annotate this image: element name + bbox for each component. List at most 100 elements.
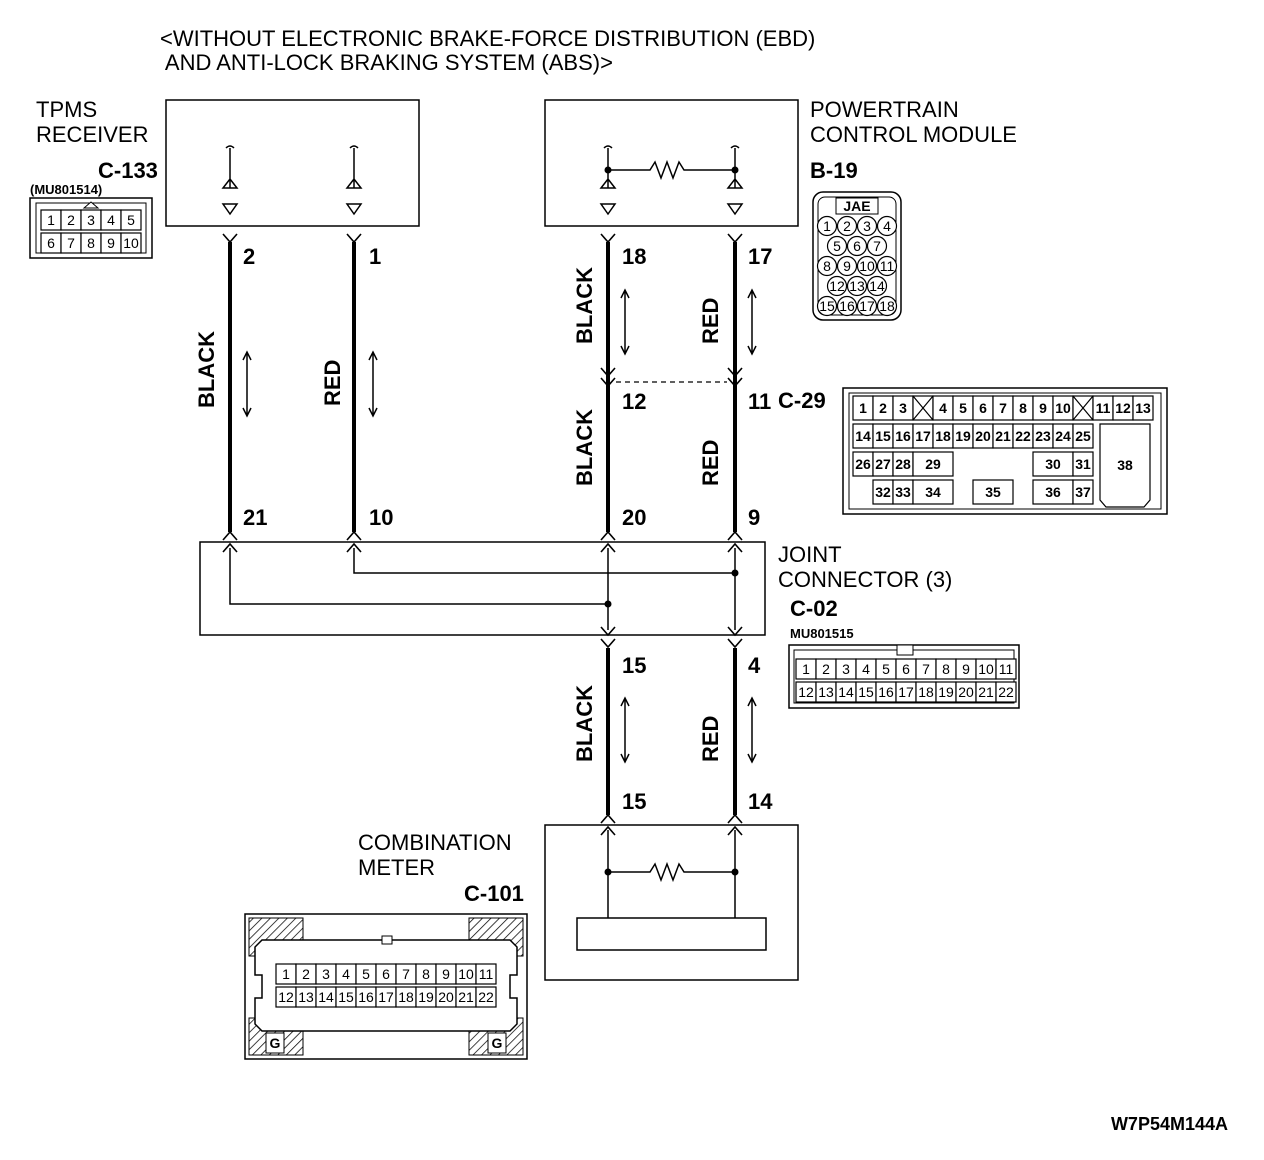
c29-blank-cavity [1072,395,1094,421]
meter-pin-number: 1 [282,966,290,982]
pcm-pin-number: 5 [833,238,841,254]
meter-pin-number: 21 [458,989,474,1005]
pcm-box [544,99,799,227]
connector-chevron [727,530,743,541]
tpms-name-line1: TPMS [36,97,97,122]
connector-chevron [600,377,616,388]
c29-pin-number: 15 [875,428,891,444]
pin-tpms-black-top: 2 [243,244,255,269]
pcm-cavity [846,235,868,257]
connector-chevron [727,367,743,378]
c29-pin-number: 12 [1115,400,1131,416]
pcm-cavity [856,255,878,277]
pcm-resistor [608,159,735,181]
c29-pin-number: 17 [915,428,931,444]
c29-pin-number: 11 [1096,400,1111,416]
connector-chevron [600,542,616,553]
connector-chevron [222,233,238,244]
c29-pin-number: 38 [1117,457,1133,473]
pin-meter-black: 15 [622,789,646,814]
connector-chevron [600,530,616,541]
wire-label-pcm-black-lower: BLACK [572,409,597,486]
pin-tpms-red-top: 1 [369,244,381,269]
c29-pin-number: 33 [895,484,911,500]
connector-chevron [600,813,616,824]
joint-pin-number: 7 [922,661,930,677]
connector-chevron [222,542,238,553]
meter-ic-block [576,917,767,951]
pin-pcm-black-top: 18 [622,244,646,269]
meter-pin-number: 20 [438,989,454,1005]
pin-joint-pcm-black: 20 [622,505,646,530]
joint-pin-number: 17 [898,684,914,700]
c29-pin-number: 13 [1135,400,1151,416]
pin-meter-red: 14 [748,789,773,814]
c29-cavity [1132,395,1154,421]
c29-pin-number: 35 [985,484,1001,500]
wire-label-pcm-red-upper: RED [698,298,723,344]
c29-pin-number: 16 [895,428,911,444]
tpms-cavity [120,232,142,254]
c29-pin-number: 2 [879,400,887,416]
c29-pin-number: 25 [1075,428,1091,444]
meter-ground-left: G [270,1035,281,1051]
c29-cavity [912,451,954,477]
joint-pin-number: 11 [999,661,1014,677]
joint-name-line2: CONNECTOR (3) [778,567,952,592]
joint-connector-code: C-02 [790,596,838,621]
c29-pin-number: 28 [895,456,911,472]
joint-pin-number: 10 [978,661,994,677]
connector-chevron [727,233,743,244]
meter-resistor [608,861,735,883]
pin-joint-out-red: 4 [748,653,761,678]
pcm-cavity [866,275,888,297]
arrow-tpms-black [242,350,252,418]
connector-chevron [222,530,238,541]
tpms-pin-number: 4 [107,212,115,228]
tpms-pin-number: 10 [123,235,139,251]
pcm-pin-number: 6 [853,238,861,254]
joint-cavity [995,681,1017,703]
joint-connector: JOINT CONNECTOR (3) C-02 MU801515 [199,541,952,641]
connector-chevron [727,825,743,836]
pcm-name-line1: POWERTRAIN [810,97,959,122]
c29-cavity [1072,451,1094,477]
tpms-box [165,99,420,227]
joint-cavity [995,658,1017,680]
meter-ground-right: G [492,1035,503,1051]
arrow-meter-red [747,696,757,764]
wire-label-pcm-red-lower: RED [698,440,723,486]
pin-c29-black: 12 [622,389,646,414]
pcm-pin-number: 7 [873,238,881,254]
joint-pin-number: 13 [818,684,834,700]
pcm-cavity [816,215,838,237]
connector-chevron [600,638,616,649]
connector-chevron [727,638,743,649]
c29-pin-number: 14 [855,428,871,444]
joint-pin-number: 4 [862,661,870,677]
pcm-cavity [876,255,898,277]
c29-pin-number: 31 [1075,456,1091,472]
c29-cavity [972,479,1014,505]
joint-pin-number: 5 [882,661,890,677]
connector-chevron [727,813,743,824]
pcm-pin-number: 2 [843,218,851,234]
meter-name-line2: METER [358,855,435,880]
wires [228,242,737,815]
pcm-connector-code: B-19 [810,158,858,183]
pcm-cavity [816,255,838,277]
joint-pin-number: 12 [798,684,814,700]
c29-pin-number: 23 [1035,428,1051,444]
meter-pin-number: 9 [442,966,450,982]
joint-pin-number: 3 [842,661,850,677]
wire-label-meter-red: RED [698,716,723,762]
arrow-meter-black [620,696,630,764]
tpms-cavity [120,209,142,231]
joint-pin-number: 21 [978,684,994,700]
pcm-cavity [856,215,878,237]
pcm-cavity [846,275,868,297]
pcm-pin-number: 13 [849,278,865,294]
